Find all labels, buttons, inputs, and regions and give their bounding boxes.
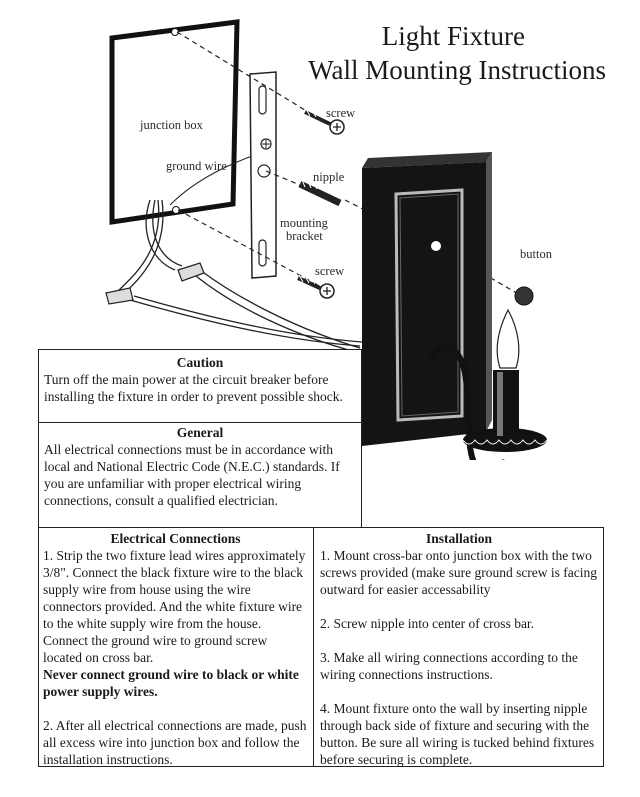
candle-illustration	[462, 308, 548, 452]
title-line-2: Wall Mounting Instructions	[308, 55, 606, 85]
label-ground-wire: ground wire	[166, 159, 227, 173]
electrical-warning: Never connect ground wire to black or wh…	[43, 667, 299, 699]
instructions-table: Electrical Connections 1. Strip the two …	[38, 527, 604, 767]
electrical-step-2: 2. After all electrical connections are …	[43, 718, 307, 767]
installation-heading: Installation	[425, 531, 493, 546]
screw-top-icon	[304, 108, 345, 135]
electrical-step-1: 1. Strip the two fixture lead wires appr…	[43, 548, 306, 665]
installation-section: Installation 1. Mount cross-bar onto jun…	[320, 530, 598, 768]
fixture-arm-illustration	[429, 343, 505, 460]
wire-connectors	[105, 262, 205, 305]
installation-step-1: 1. Mount cross-bar onto junction box wit…	[320, 548, 598, 597]
electrical-heading: Electrical Connections	[110, 531, 241, 546]
junction-box-illustration	[109, 19, 240, 225]
caution-text: Turn off the main power at the circuit b…	[44, 372, 343, 404]
caution-heading: Caution	[176, 355, 224, 370]
label-button: button	[520, 247, 552, 261]
label-screw-top: screw	[326, 106, 356, 120]
installation-step-4: 4. Mount fixture onto the wall by insert…	[320, 701, 595, 767]
installation-step-2: 2. Screw nipple into center of cross bar…	[320, 616, 535, 631]
caution-section: Caution Turn off the main power at the c…	[44, 354, 356, 405]
general-heading: General	[176, 425, 224, 440]
fixture-backplate-illustration	[362, 152, 492, 446]
installation-step-3: 3. Make all wiring connections according…	[320, 650, 578, 682]
general-text: All electrical connections must be in ac…	[44, 442, 340, 508]
label-junction-box: junction box	[140, 118, 203, 132]
electrical-connections-section: Electrical Connections 1. Strip the two …	[43, 530, 308, 768]
title-line-1: Light Fixture	[381, 21, 525, 51]
label-screw-bottom: screw	[315, 264, 345, 278]
label-nipple: nipple	[313, 170, 345, 184]
label-mounting-bracket-2: bracket	[286, 229, 323, 243]
button-icon	[514, 286, 534, 306]
general-section: General All electrical connections must …	[44, 424, 356, 509]
mounting-bracket-illustration	[249, 71, 277, 279]
caution-general-box: Caution Turn off the main power at the c…	[38, 349, 362, 528]
screw-bottom-icon	[297, 274, 335, 299]
nipple-icon	[298, 179, 342, 207]
label-mounting-bracket-1: mounting	[280, 216, 328, 230]
mounting-diagram	[105, 19, 548, 460]
